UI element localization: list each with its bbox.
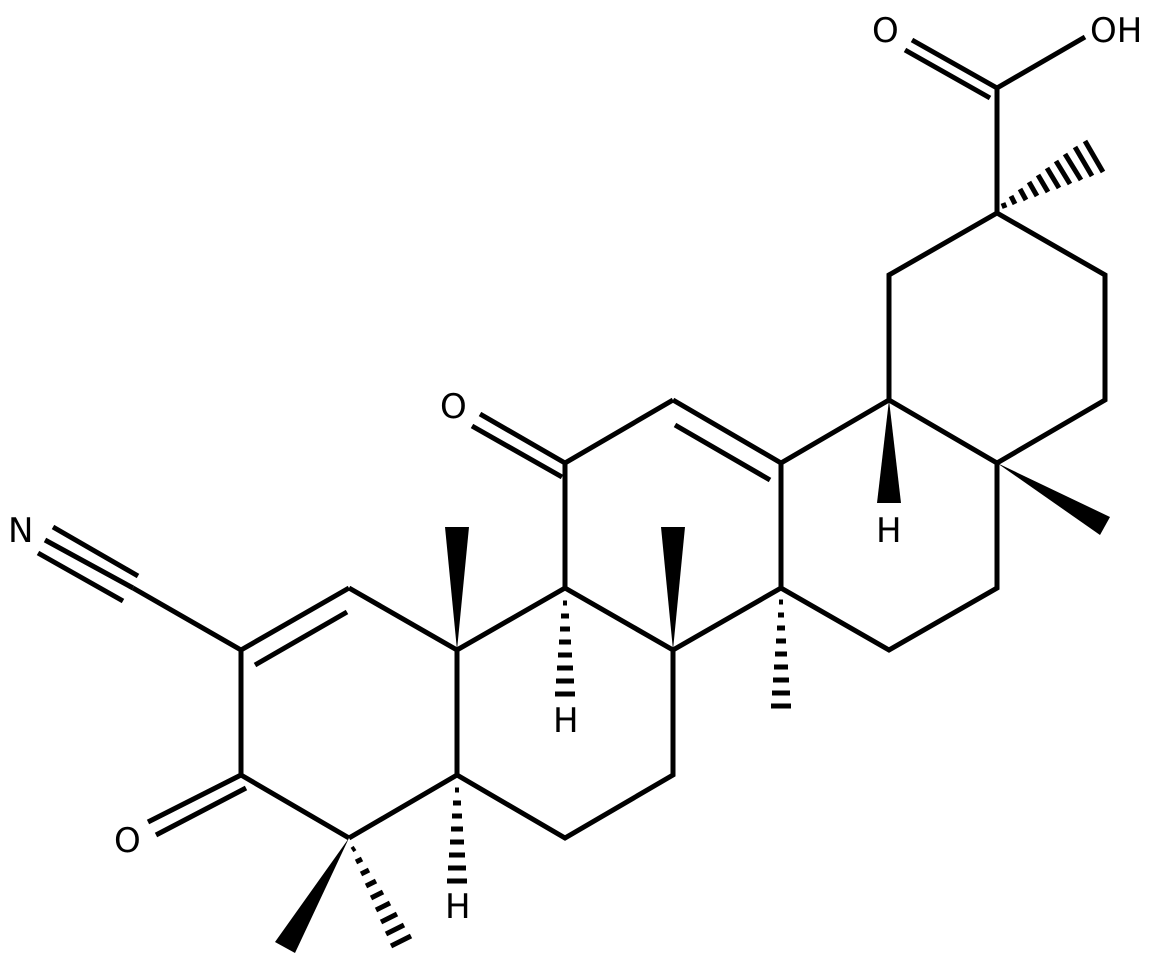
nitrile-group: N	[8, 511, 243, 653]
h9-label: H	[553, 701, 579, 741]
ketone-c3: O	[114, 772, 248, 861]
h5-label: H	[445, 887, 471, 927]
ring-d	[778, 397, 1000, 653]
hashed-methyl-c20	[1000, 139, 1106, 209]
hashed-methyl-c4	[350, 845, 413, 949]
wedge-methyl-c10	[445, 527, 469, 650]
ring-b	[454, 585, 676, 841]
wedge-methyl-c8	[661, 527, 685, 650]
ring-c	[562, 397, 783, 653]
carboxylic-acid-group: O OH	[872, 11, 1142, 213]
ring-a	[238, 585, 459, 841]
wedge-h-c18	[877, 400, 901, 503]
hashed-methyl-c14	[771, 599, 791, 709]
acid-carbonyl-o-label: O	[872, 11, 899, 51]
wedge-methyl-c17	[997, 463, 1110, 535]
wedge-methyl-c4	[275, 838, 349, 953]
nitrile-n-label: N	[8, 511, 33, 551]
hydroxyl-label: OH	[1090, 11, 1142, 51]
o11-label: O	[440, 387, 467, 427]
hashed-h-c5	[447, 787, 467, 884]
o3-label: O	[114, 821, 141, 861]
h18-label: H	[876, 511, 902, 551]
ring-e	[886, 210, 1108, 466]
hashed-h-c9	[555, 600, 575, 697]
ketone-c11: O	[440, 387, 567, 480]
